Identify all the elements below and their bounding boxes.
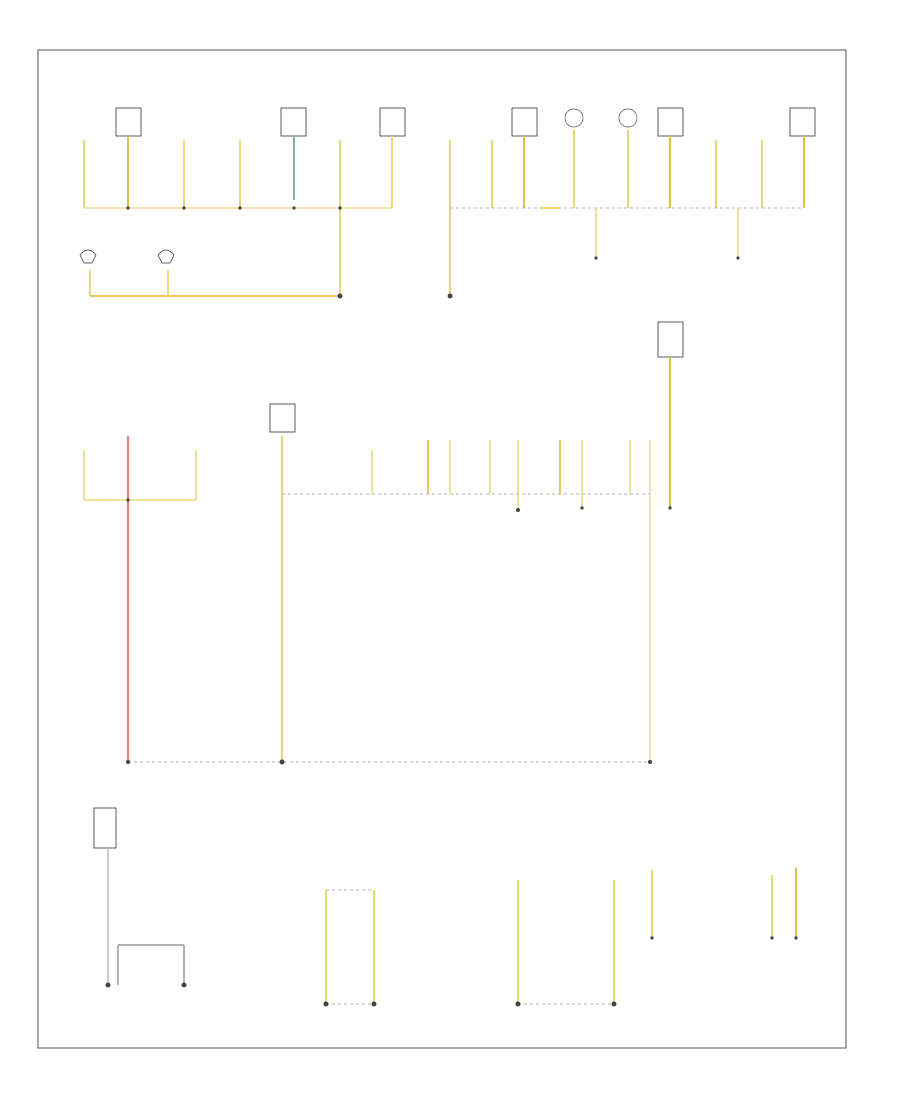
component-box [657,107,684,137]
gauge-symbol [564,108,584,128]
middle-ground-group [83,321,684,765]
component-box [511,107,538,137]
top-left-ground-group [79,107,406,299]
component-box [280,107,307,137]
top-right-ground-group [447,107,816,299]
diagram-frame [37,49,847,1049]
gauge-symbol [618,108,638,128]
component-box [269,403,296,433]
component-box [379,107,406,137]
bottom-ground-group [93,807,798,1007]
component-box [93,807,117,849]
component-box [657,321,684,358]
component-box [115,107,142,137]
component-box [789,107,816,137]
